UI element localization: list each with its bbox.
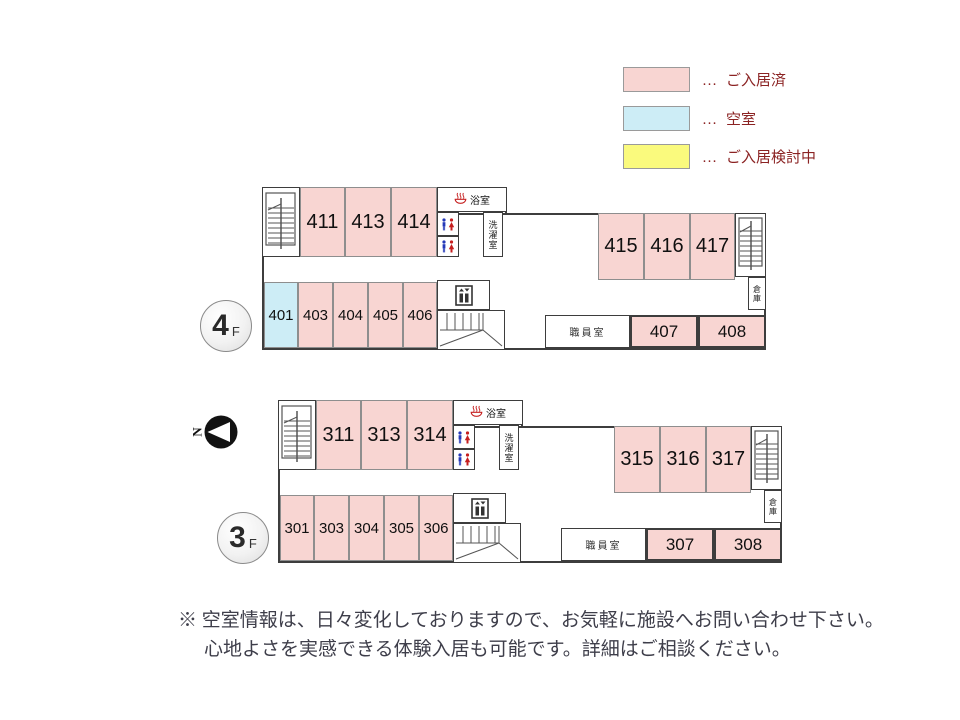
elevator-icon bbox=[453, 493, 506, 523]
room-cell: 416 bbox=[644, 213, 690, 280]
vacancy-note-line2: 心地よさを実感できる体験入居も可能です。詳細はご相談ください。 bbox=[204, 639, 791, 660]
north-arrow-circle bbox=[204, 415, 238, 449]
room-cell: 315 bbox=[614, 426, 660, 493]
toilet-icon bbox=[437, 212, 459, 236]
bathroom-label: 浴室 bbox=[437, 187, 507, 212]
room-cell: 408 bbox=[698, 315, 766, 348]
legend-text-considering: ご入居検討中 bbox=[726, 150, 817, 166]
legend-separator: … bbox=[702, 73, 717, 89]
legend-text-occupied: ご入居済 bbox=[726, 73, 787, 89]
legend-swatch-vacant bbox=[623, 106, 690, 131]
toilet-icon bbox=[453, 449, 475, 470]
legend-row-considering: … ご入居検討中 bbox=[623, 144, 816, 169]
stairs-icon bbox=[437, 310, 505, 350]
hot-spring-icon bbox=[454, 192, 467, 207]
elevator-icon bbox=[437, 280, 490, 310]
staff-room-label: 職員室 bbox=[561, 528, 646, 561]
room-cell: 311 bbox=[316, 400, 361, 470]
room-cell: 307 bbox=[646, 528, 714, 561]
toilet-icon bbox=[437, 236, 459, 257]
stairs-icon bbox=[278, 400, 316, 470]
storage-label: 倉庫 bbox=[764, 490, 782, 523]
room-cell: 415 bbox=[598, 213, 644, 280]
stairs-icon bbox=[751, 426, 782, 490]
room-cell: 404 bbox=[333, 282, 368, 348]
room-cell: 305 bbox=[384, 495, 419, 561]
stairs-icon bbox=[453, 523, 521, 563]
hot-spring-icon bbox=[470, 405, 483, 420]
legend-text-vacant: 空室 bbox=[726, 112, 757, 128]
vacancy-note-line1: ※ 空室情報は、日々変化しておりますので、お気軽に施設へお問い合わせ下さい。 bbox=[178, 610, 884, 631]
legend-separator: … bbox=[702, 150, 717, 166]
bathroom-text: 浴室 bbox=[486, 409, 506, 420]
stairs-icon bbox=[262, 187, 300, 257]
toilet-icon bbox=[453, 425, 475, 449]
stairs-icon bbox=[735, 213, 766, 277]
north-arrow-icon: N bbox=[189, 414, 239, 450]
room-cell: 406 bbox=[403, 282, 437, 348]
room-cell: 303 bbox=[314, 495, 349, 561]
room-cell: 316 bbox=[660, 426, 706, 493]
legend-label-occupied: … ご入居済 bbox=[702, 69, 786, 90]
floor-plan-3f: 311 313 314 浴室 洗濯室 315 316 317 倉庫 301 30… bbox=[278, 400, 784, 565]
legend-separator: … bbox=[702, 112, 717, 128]
floor-number-3: 3 bbox=[229, 521, 246, 554]
room-cell: 407 bbox=[630, 315, 698, 348]
laundry-room-label: 洗濯室 bbox=[499, 425, 519, 470]
room-cell: 317 bbox=[706, 426, 751, 493]
room-cell: 411 bbox=[300, 187, 345, 257]
room-cell: 301 bbox=[280, 495, 314, 561]
legend-swatch-considering bbox=[623, 144, 690, 169]
room-cell: 313 bbox=[361, 400, 407, 470]
bathroom-text: 浴室 bbox=[470, 196, 490, 207]
staff-room-label: 職員室 bbox=[545, 315, 630, 348]
legend-label-considering: … ご入居検討中 bbox=[702, 146, 816, 167]
room-cell: 308 bbox=[714, 528, 782, 561]
floor-suffix-f: F bbox=[248, 535, 257, 551]
north-label: N bbox=[189, 427, 205, 437]
laundry-room-label: 洗濯室 bbox=[483, 212, 503, 257]
storage-label: 倉庫 bbox=[748, 277, 766, 310]
room-cell: 414 bbox=[391, 187, 437, 257]
bathroom-label: 浴室 bbox=[453, 400, 523, 425]
legend-swatch-occupied bbox=[623, 67, 690, 92]
floor-plan-4f: 411 413 414 浴室 洗濯室 415 416 417 倉庫 401 40… bbox=[262, 187, 768, 352]
room-cell: 405 bbox=[368, 282, 403, 348]
vacancy-note: ※ 空室情報は、日々変化しておりますので、お気軽に施設へお問い合わせ下さい。 心… bbox=[178, 606, 884, 664]
legend-label-vacant: … 空室 bbox=[702, 108, 756, 129]
room-cell: 306 bbox=[419, 495, 453, 561]
legend-row-occupied: … ご入居済 bbox=[623, 67, 786, 92]
legend: … ご入居済 … 空室 … ご入居検討中 bbox=[623, 67, 883, 177]
room-cell: 401 bbox=[264, 282, 298, 348]
floor-suffix-f: F bbox=[231, 323, 240, 339]
floor-badge-3f: 3 F bbox=[217, 512, 269, 564]
room-cell: 417 bbox=[690, 213, 735, 280]
room-cell: 403 bbox=[298, 282, 333, 348]
legend-row-vacant: … 空室 bbox=[623, 106, 756, 131]
room-cell: 304 bbox=[349, 495, 384, 561]
floor-badge-4f: 4 F bbox=[200, 300, 252, 352]
room-cell: 314 bbox=[407, 400, 453, 470]
room-cell: 413 bbox=[345, 187, 391, 257]
floor-number-4: 4 bbox=[212, 309, 229, 342]
